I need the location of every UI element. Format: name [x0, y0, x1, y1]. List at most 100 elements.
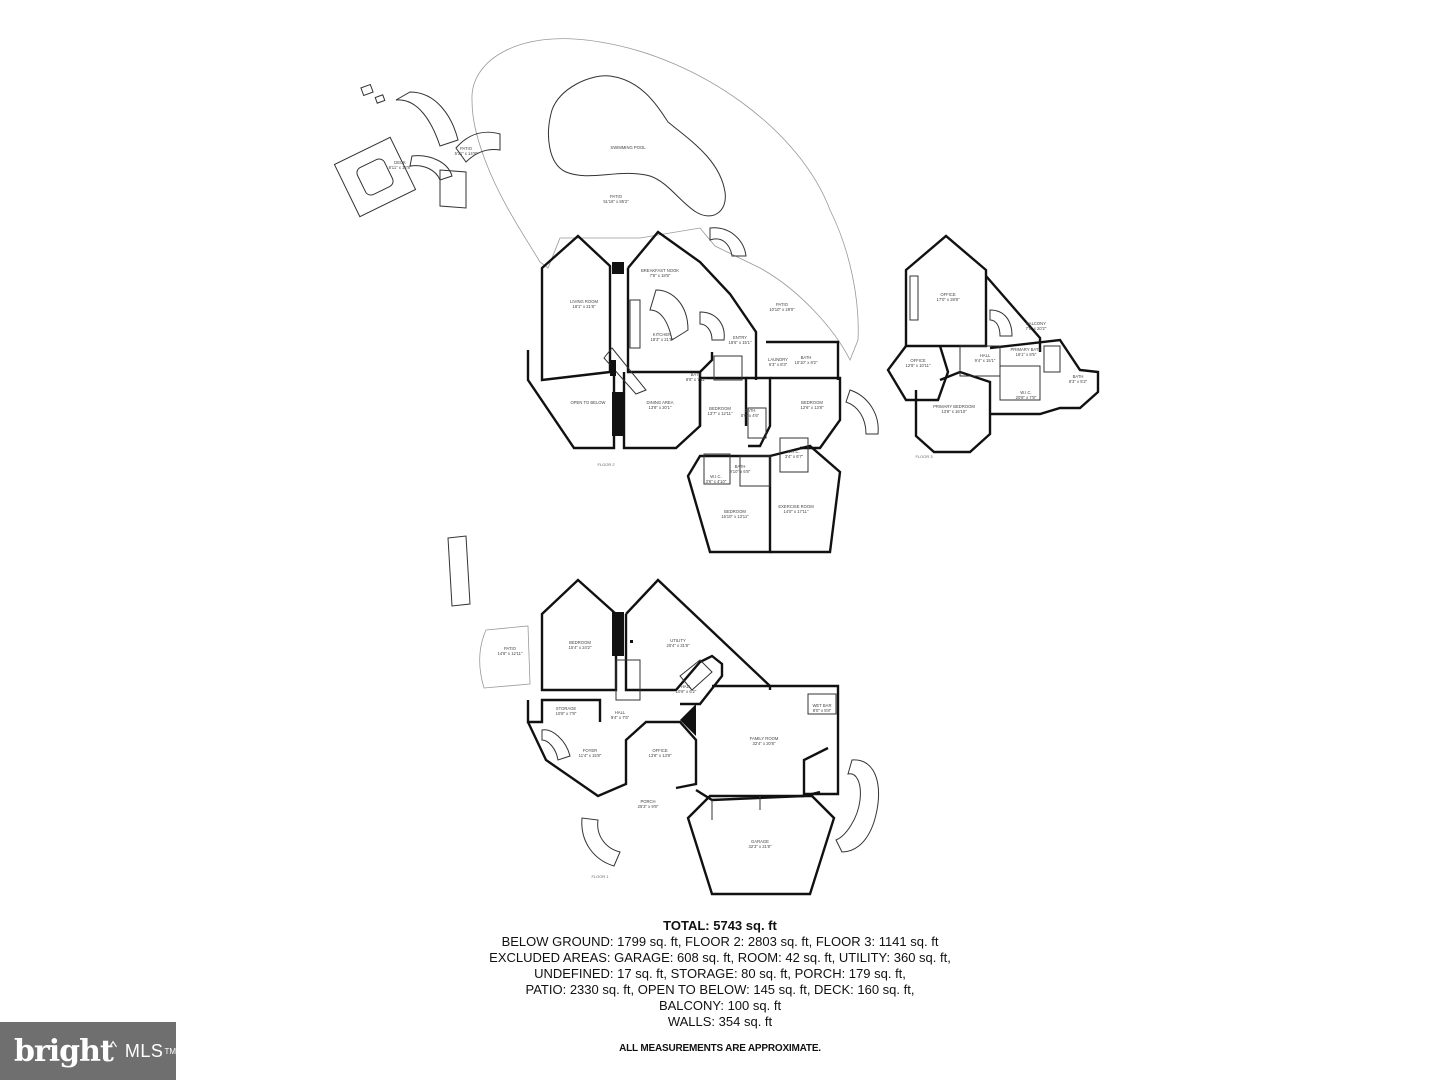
- svg-text:W.I.C.3'6" x 4'10": W.I.C.3'6" x 4'10": [706, 474, 727, 484]
- room-name: FOYER: [583, 748, 597, 753]
- room-name: HALL: [681, 684, 692, 689]
- room-name: BALCONY: [1026, 321, 1046, 326]
- room-name: WET BAR: [812, 703, 831, 708]
- room-name: HALL: [615, 710, 626, 715]
- patio-steps: [395, 91, 459, 147]
- room-name: BATH: [1073, 374, 1084, 379]
- room-name: PATIO: [504, 646, 517, 651]
- room-name: BATH: [745, 408, 756, 413]
- room-name: DECK: [394, 160, 406, 165]
- room-name: PORCH: [640, 799, 655, 804]
- room-name: BATH: [735, 464, 746, 469]
- room-name: OFFICE: [940, 292, 956, 297]
- room-size: 8'3" x 5'2": [1069, 379, 1088, 384]
- brand-suffix: MLS: [124, 1040, 164, 1061]
- room-name: PATIO: [776, 302, 789, 307]
- room-size: 3'4" x 6'7": [785, 454, 804, 459]
- room-name: OPEN TO BELOW: [571, 400, 606, 405]
- room-name: ENTRY: [733, 335, 747, 340]
- room-size: 8'11" x 12'8": [389, 165, 412, 170]
- summary-line: UNDEFINED: 17 sq. ft, STORAGE: 80 sq. ft…: [534, 966, 906, 981]
- room-size: 12'8" x 10'11": [906, 363, 931, 368]
- room-name: OFFICE: [910, 358, 926, 363]
- step: [360, 83, 374, 97]
- area-summary: TOTAL: 5743 sq. ft BELOW GROUND: 1799 sq…: [0, 918, 1440, 1030]
- room-size: 14'8" x 12'11": [498, 651, 523, 656]
- room-size: 13'8" x 16'10": [941, 409, 967, 414]
- patio-outline: [471, 38, 859, 361]
- room-name: LIVING ROOM: [570, 299, 598, 304]
- room-name: BEDROOM: [801, 400, 823, 405]
- summary-line: PATIO: 2330 sq. ft, OPEN TO BELOW: 145 s…: [525, 982, 915, 997]
- room-name: HALL: [980, 353, 991, 358]
- room-size: 5'0" x 4'6": [741, 413, 760, 418]
- summary-line: BELOW GROUND: 1799 sq. ft, FLOOR 2: 2803…: [501, 934, 939, 949]
- swimming-pool: [548, 75, 726, 217]
- room-name: PRIMARY BEDROOM: [933, 404, 975, 409]
- room-size: 18'1" x 21'8": [573, 304, 596, 309]
- patio-arc: [455, 131, 501, 163]
- steps-floor1-east: [835, 759, 880, 853]
- room-size: 8'0" x 5'8": [813, 708, 832, 713]
- room-name: PRIMARY BATH: [1011, 347, 1042, 352]
- room-name: KITCHEN: [653, 332, 671, 337]
- disclaimer: ALL MEASUREMENTS ARE APPROXIMATE.: [619, 1043, 821, 1054]
- brand-word: bright: [14, 1033, 114, 1069]
- room-name: W.I.C.: [710, 474, 721, 479]
- room-size: 15'4" x 24'2": [569, 645, 592, 650]
- room-name: PATIO: [610, 194, 623, 199]
- summary-line: BALCONY: 100 sq. ft: [658, 998, 782, 1013]
- patio-steps-se: [845, 389, 879, 435]
- svg-text:W.I.C.20'8" x 7'8": W.I.C.20'8" x 7'8": [1016, 390, 1037, 400]
- floor-2-label: FLOOR 2: [597, 462, 615, 467]
- room-name: BATH: [801, 355, 812, 360]
- room-name: OFFICE: [652, 748, 668, 753]
- outdoor-area: [333, 38, 880, 867]
- room-name: UTILITY: [670, 638, 686, 643]
- deck-outline: [333, 136, 417, 218]
- room-size: 6'3" x 8'3": [769, 362, 788, 367]
- room-size: 13'8" x 13'8": [649, 753, 672, 758]
- room-size: 32'3" x 21'8": [749, 844, 772, 849]
- total-area: TOTAL: 5743 sq. ft: [663, 918, 777, 933]
- room-size: 8'8" x 7'11": [686, 377, 707, 382]
- room-size: 32'4" x 20'8": [753, 741, 776, 746]
- floor-1-label: FLOOR 1: [591, 874, 609, 879]
- bright-mls-logo: bright MLS TM: [0, 1022, 176, 1080]
- room-name: BREAKFAST NOOK: [641, 268, 679, 273]
- room-size: 20'4" x 31'8": [667, 643, 690, 648]
- room-size: 18'3" x 21'8": [651, 337, 674, 342]
- steps-floor1-sw: [581, 817, 621, 867]
- brand-trademark: TM: [164, 1046, 176, 1056]
- room-name: BEDROOM: [709, 406, 731, 411]
- room-name: GARAGE: [751, 839, 769, 844]
- room-size: 18'6" x 15'1": [729, 340, 752, 345]
- hot-tub: [356, 158, 394, 196]
- room-name: W.I.C.: [1020, 390, 1031, 395]
- room-name: BEDROOM: [724, 509, 746, 514]
